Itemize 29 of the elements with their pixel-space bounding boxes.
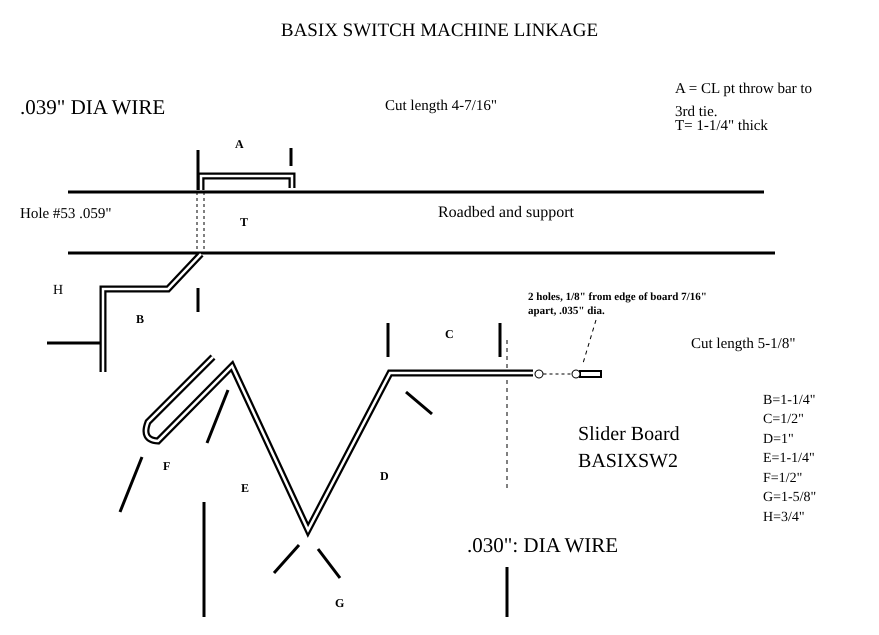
dimension-value: F=1/2" xyxy=(763,471,802,488)
part-name: Slider Board BASIXSW2 xyxy=(578,422,681,474)
dimension-value: H=3/4" xyxy=(763,510,805,527)
hole-note: Hole #53 .059" xyxy=(20,205,112,223)
dimension-value: G=1-5/8" xyxy=(763,490,816,507)
dimension-letter: C xyxy=(445,327,454,342)
dimension-letter: H xyxy=(53,283,64,300)
callout-note: 2 holes, 1/8" from edge of board 7/16" apart, .035" dia. xyxy=(528,291,728,318)
cut-length-note: Cut length 5-1/8" xyxy=(691,335,796,353)
dimension-letter: E xyxy=(241,481,250,496)
wire-spec: .030": DIA WIRE xyxy=(467,533,618,558)
wire-spec: .039" DIA WIRE xyxy=(20,95,166,120)
dimension-letter: F xyxy=(163,459,170,474)
dimension-letter: B xyxy=(136,312,144,326)
dimension-letter: A xyxy=(235,137,244,152)
dimension-letter: G xyxy=(335,596,344,610)
hole xyxy=(534,370,544,378)
title: BASIX SWITCH MACHINE LINKAGE xyxy=(280,20,598,41)
dimension-value: B=1-1/4" xyxy=(763,393,816,410)
dimension-letter: T xyxy=(240,215,248,230)
dimension-value: C=1/2" xyxy=(763,412,804,429)
dimension-letter: D xyxy=(380,469,389,484)
dimension-value: D=1" xyxy=(763,432,794,449)
part-name: Roadbed and support xyxy=(438,203,574,222)
dimension-note: T= 1-1/4" thick xyxy=(675,117,768,135)
hole xyxy=(572,370,580,378)
cut-length-note: Cut length 4-7/16" xyxy=(385,97,497,115)
dimension-note: A = CL pt throw bar to 3rd tie. xyxy=(675,80,814,120)
dimension-value: E=1-1/4" xyxy=(763,451,815,468)
